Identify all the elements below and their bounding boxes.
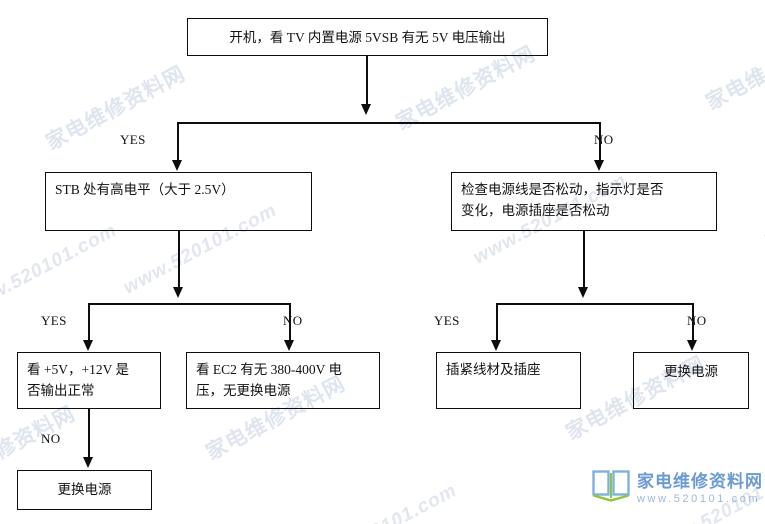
watermark-text-url: www.520101.com (300, 480, 461, 524)
connector-split-right (496, 303, 694, 305)
branch-label-yes-mid-left: YES (41, 313, 67, 328)
arrowhead-right-no (687, 340, 697, 351)
node-start-label: 开机，看 TV 内置电源 5VSB 有无 5V 电压输出 (229, 30, 506, 45)
node-replace-power-right-label: 更换电源 (664, 364, 718, 379)
arrowhead-left-yes (83, 340, 93, 351)
connector-split-left (88, 303, 291, 305)
connector-voltage-down (88, 409, 90, 460)
connector-cord-down (583, 231, 585, 293)
node-power-cord-check[interactable]: 检查电源线是否松动，指示灯是否 变化，电源插座是否松动 (451, 172, 717, 231)
node-tighten-cable-label: 插紧线材及插座 (446, 362, 541, 377)
branch-label-yes-mid-right: YES (434, 313, 460, 328)
branch-label-no-bottom: NO (41, 431, 61, 446)
site-logo-name: 家电维修资料网 (637, 471, 763, 491)
arrowhead-voltage-down (83, 457, 93, 468)
connector-split-top (177, 122, 601, 124)
node-stb-check[interactable]: STB 处有高电平（大于 2.5V） (45, 172, 312, 231)
open-book-icon (592, 470, 630, 507)
arrowhead-stb-down (173, 287, 183, 298)
connector-start-down (366, 56, 368, 106)
connector-left-yes-down (88, 303, 90, 344)
node-ec2-check[interactable]: 看 EC2 有无 380-400V 电 压，无更换电源 (186, 352, 380, 409)
branch-label-no-top-right: NO (594, 132, 614, 147)
node-stb-check-label: STB 处有高电平（大于 2.5V） (55, 182, 235, 197)
arrowhead-top-yes (172, 160, 182, 171)
arrowhead-right-yes (491, 340, 501, 351)
site-logo-url: www.520101.com (637, 492, 761, 505)
node-start[interactable]: 开机，看 TV 内置电源 5VSB 有无 5V 电压输出 (187, 18, 548, 56)
site-logo-text: 家电维修资料网 www.520101.com (637, 473, 763, 505)
connector-stb-down (178, 231, 180, 293)
node-replace-power-right[interactable]: 更换电源 (633, 352, 749, 409)
branch-label-no-mid-left: NO (283, 313, 303, 328)
watermark-text-cn: 家电维修资料网 (702, 22, 765, 115)
connector-top-yes-down (177, 122, 179, 164)
watermark-text-cn: 家电维修资料网 (42, 62, 190, 155)
node-ec2-check-label: 看 EC2 有无 380-400V 电 压，无更换电源 (196, 362, 343, 398)
branch-label-no-mid-right: NO (687, 313, 707, 328)
node-tighten-cable[interactable]: 插紧线材及插座 (436, 352, 581, 409)
node-replace-power-bottom[interactable]: 更换电源 (17, 470, 152, 510)
site-logo: 家电维修资料网 www.520101.com (592, 470, 763, 507)
connector-right-yes-down (496, 303, 498, 344)
branch-label-yes-top-left: YES (120, 132, 146, 147)
arrowhead-cord-down (578, 287, 588, 298)
arrowhead-start-down (361, 104, 371, 115)
arrowhead-top-no (594, 160, 604, 171)
connector-left-no-down (289, 303, 291, 344)
arrowhead-left-no (284, 340, 294, 351)
connector-right-no-down (692, 303, 694, 344)
node-voltage-output-check-label: 看 +5V，+12V 是 否输出正常 (27, 362, 129, 398)
node-power-cord-check-label: 检查电源线是否松动，指示灯是否 变化，电源插座是否松动 (461, 182, 664, 218)
watermark-text-url: www.520101.com (760, 149, 765, 249)
connector-top-no-down (599, 122, 601, 164)
node-voltage-output-check[interactable]: 看 +5V，+12V 是 否输出正常 (17, 352, 161, 409)
node-replace-power-bottom-label: 更换电源 (57, 482, 112, 497)
